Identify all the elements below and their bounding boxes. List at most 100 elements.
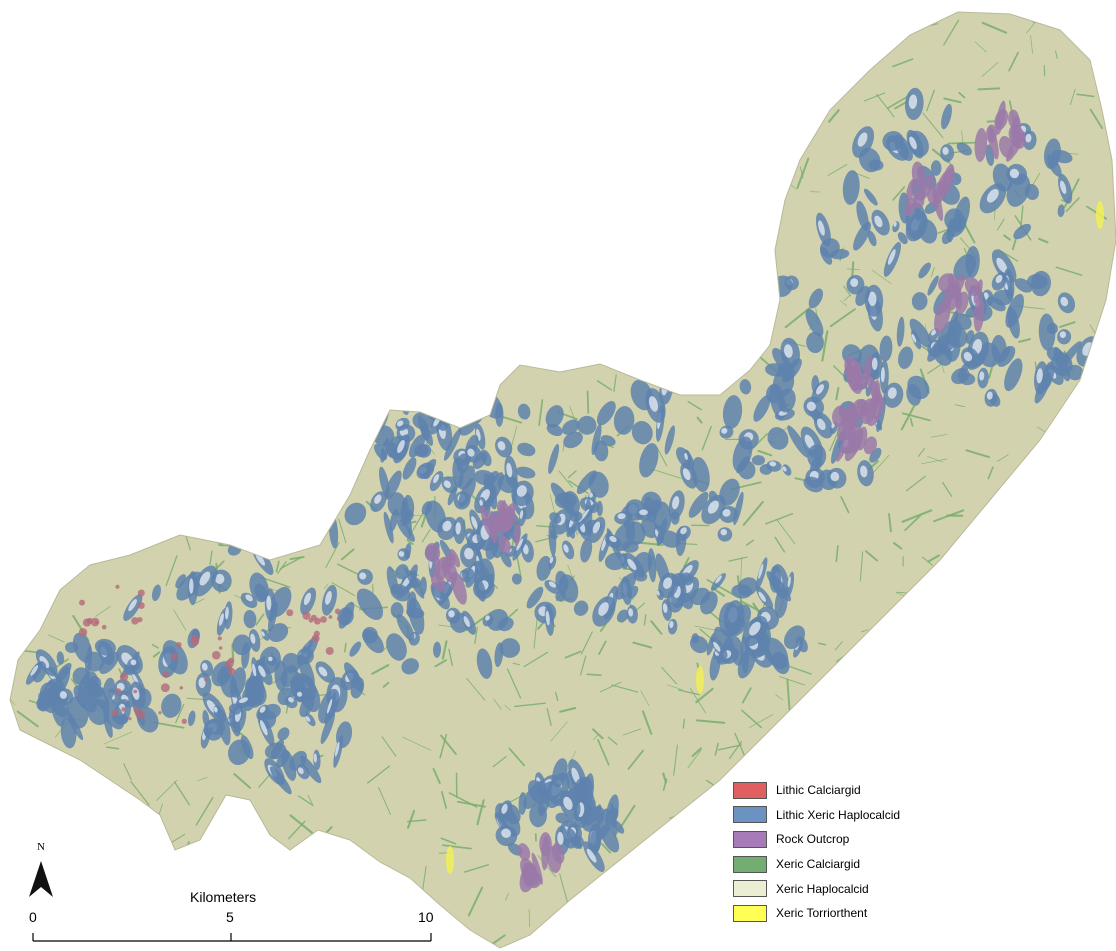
haplocalcid-patch (175, 574, 186, 589)
drainage-line (338, 518, 347, 544)
drainage-line (264, 55, 267, 82)
drainage-line (262, 149, 278, 180)
haplocalcid-patch (869, 447, 882, 463)
calciargid-patch (175, 641, 182, 648)
drainage-line (454, 294, 479, 304)
rock-outcrop-patch (904, 197, 917, 217)
hillshade-highlight (201, 662, 208, 671)
legend: Lithic Calciargid Lithic Xeric Haplocalc… (733, 778, 933, 926)
haplocalcid-patch (554, 492, 577, 509)
haplocalcid-patch (443, 428, 462, 461)
haplocalcid-patch (578, 780, 596, 813)
hillshade-highlight (359, 572, 367, 580)
drainage-line (682, 813, 697, 834)
drainage-line (592, 728, 604, 740)
drainage-line (1069, 88, 1076, 106)
rock-outcrop-patch (1008, 109, 1020, 129)
drainage-line (646, 903, 651, 912)
drainage-line (197, 776, 208, 781)
haplocalcid-patch (639, 443, 659, 478)
haplocalcid-patch (616, 609, 629, 623)
rock-outcrop-patch (517, 843, 531, 861)
drainage-line (44, 583, 48, 613)
drainage-line (1018, 12, 1031, 17)
drainage-line (243, 263, 250, 282)
drainage-line (96, 471, 99, 501)
drainage-line (72, 614, 90, 642)
rock-outcrop-patch (995, 100, 1006, 135)
hillshade-highlight (218, 613, 224, 626)
drainage-line (623, 261, 638, 283)
drainage-line (75, 303, 89, 318)
hillshade-highlight (908, 94, 918, 110)
hillshade-highlight (1059, 331, 1067, 339)
rock-outcrop-patch (514, 523, 521, 547)
haplocalcid-patch (187, 710, 196, 727)
drainage-line (599, 623, 607, 632)
hillshade-highlight (589, 492, 593, 498)
drainage-line (1053, 906, 1062, 911)
haplocalcid-patch (511, 573, 522, 585)
drainage-line (423, 20, 440, 33)
drainage-line (865, 550, 879, 562)
drainage-line (115, 400, 139, 412)
drainage-line (512, 257, 537, 265)
haplocalcid-patch (1038, 313, 1056, 351)
hillshade-highlight (680, 527, 687, 535)
hillshade-highlight (830, 471, 840, 482)
drainage-line (681, 831, 689, 839)
hillshade-highlight (557, 831, 564, 845)
drainage-line (440, 734, 457, 755)
rock-outcrop-patch (520, 858, 539, 886)
drainage-line (613, 374, 617, 392)
legend-item-rock-outcrop: Rock Outcrop (733, 827, 933, 852)
drainage-line (42, 408, 54, 430)
drainage-line (463, 864, 489, 873)
drainage-line (395, 306, 413, 335)
drainage-line (323, 393, 327, 426)
calciargid-patch (111, 709, 119, 717)
hillshade-highlight (471, 516, 478, 530)
drainage-line (1089, 882, 1108, 889)
rock-outcrop-patch (974, 127, 988, 162)
drainage-line (421, 528, 431, 543)
drainage-line (361, 282, 391, 285)
drainage-line (41, 569, 45, 585)
drainage-line (971, 724, 983, 745)
drainage-line (331, 582, 356, 597)
drainage-line (954, 404, 966, 408)
drainage-line (20, 574, 32, 580)
drainage-line (586, 390, 590, 414)
scale-title: Kilometers (190, 889, 257, 905)
drainage-line (1008, 51, 1019, 72)
drainage-line (579, 655, 587, 676)
drainage-line (414, 29, 430, 38)
drainage-line (531, 186, 560, 196)
haplocalcid-patch (1005, 293, 1025, 328)
rock-outcrop-patch (832, 405, 849, 428)
drainage-line (47, 410, 54, 416)
drainage-line (42, 252, 46, 268)
haplocalcid-patch (719, 478, 740, 506)
drainage-line (443, 81, 462, 86)
drainage-line (692, 257, 696, 272)
drainage-line (823, 91, 832, 94)
drainage-line (735, 151, 753, 157)
torriorthent-patch (1096, 201, 1104, 229)
hillshade-highlight (296, 691, 303, 697)
drainage-line (130, 780, 150, 806)
drainage-line (80, 840, 85, 872)
haplocalcid-patch (627, 585, 639, 599)
legend-label: Lithic Xeric Haplocalcid (776, 807, 901, 822)
drainage-line (603, 119, 610, 128)
drainage-line (938, 820, 954, 829)
drainage-line (302, 77, 317, 98)
drainage-line (344, 642, 347, 653)
drainage-line (329, 158, 348, 164)
drainage-line (368, 199, 381, 203)
drainage-line (471, 306, 480, 313)
hillshade-highlight (721, 427, 728, 434)
drainage-line (765, 224, 776, 235)
drainage-line (206, 214, 219, 228)
drainage-line (217, 382, 221, 390)
